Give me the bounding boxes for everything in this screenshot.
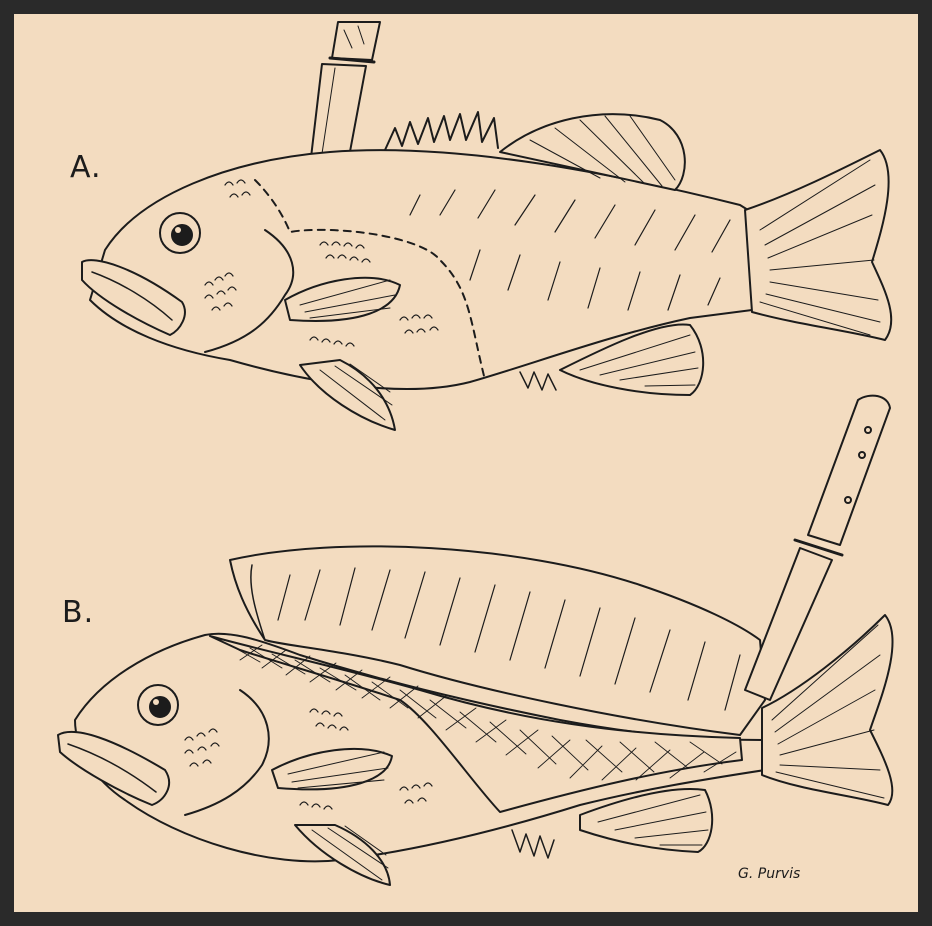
label-a: A. xyxy=(70,150,102,185)
fish-b-drawing xyxy=(58,396,893,885)
fish-a-dorsal-spines xyxy=(385,112,498,150)
label-b: B. xyxy=(62,595,94,630)
artist-signature: G. Purvis xyxy=(738,866,800,882)
fish-a-drawing xyxy=(82,22,891,430)
fish-a-tail xyxy=(745,150,891,340)
